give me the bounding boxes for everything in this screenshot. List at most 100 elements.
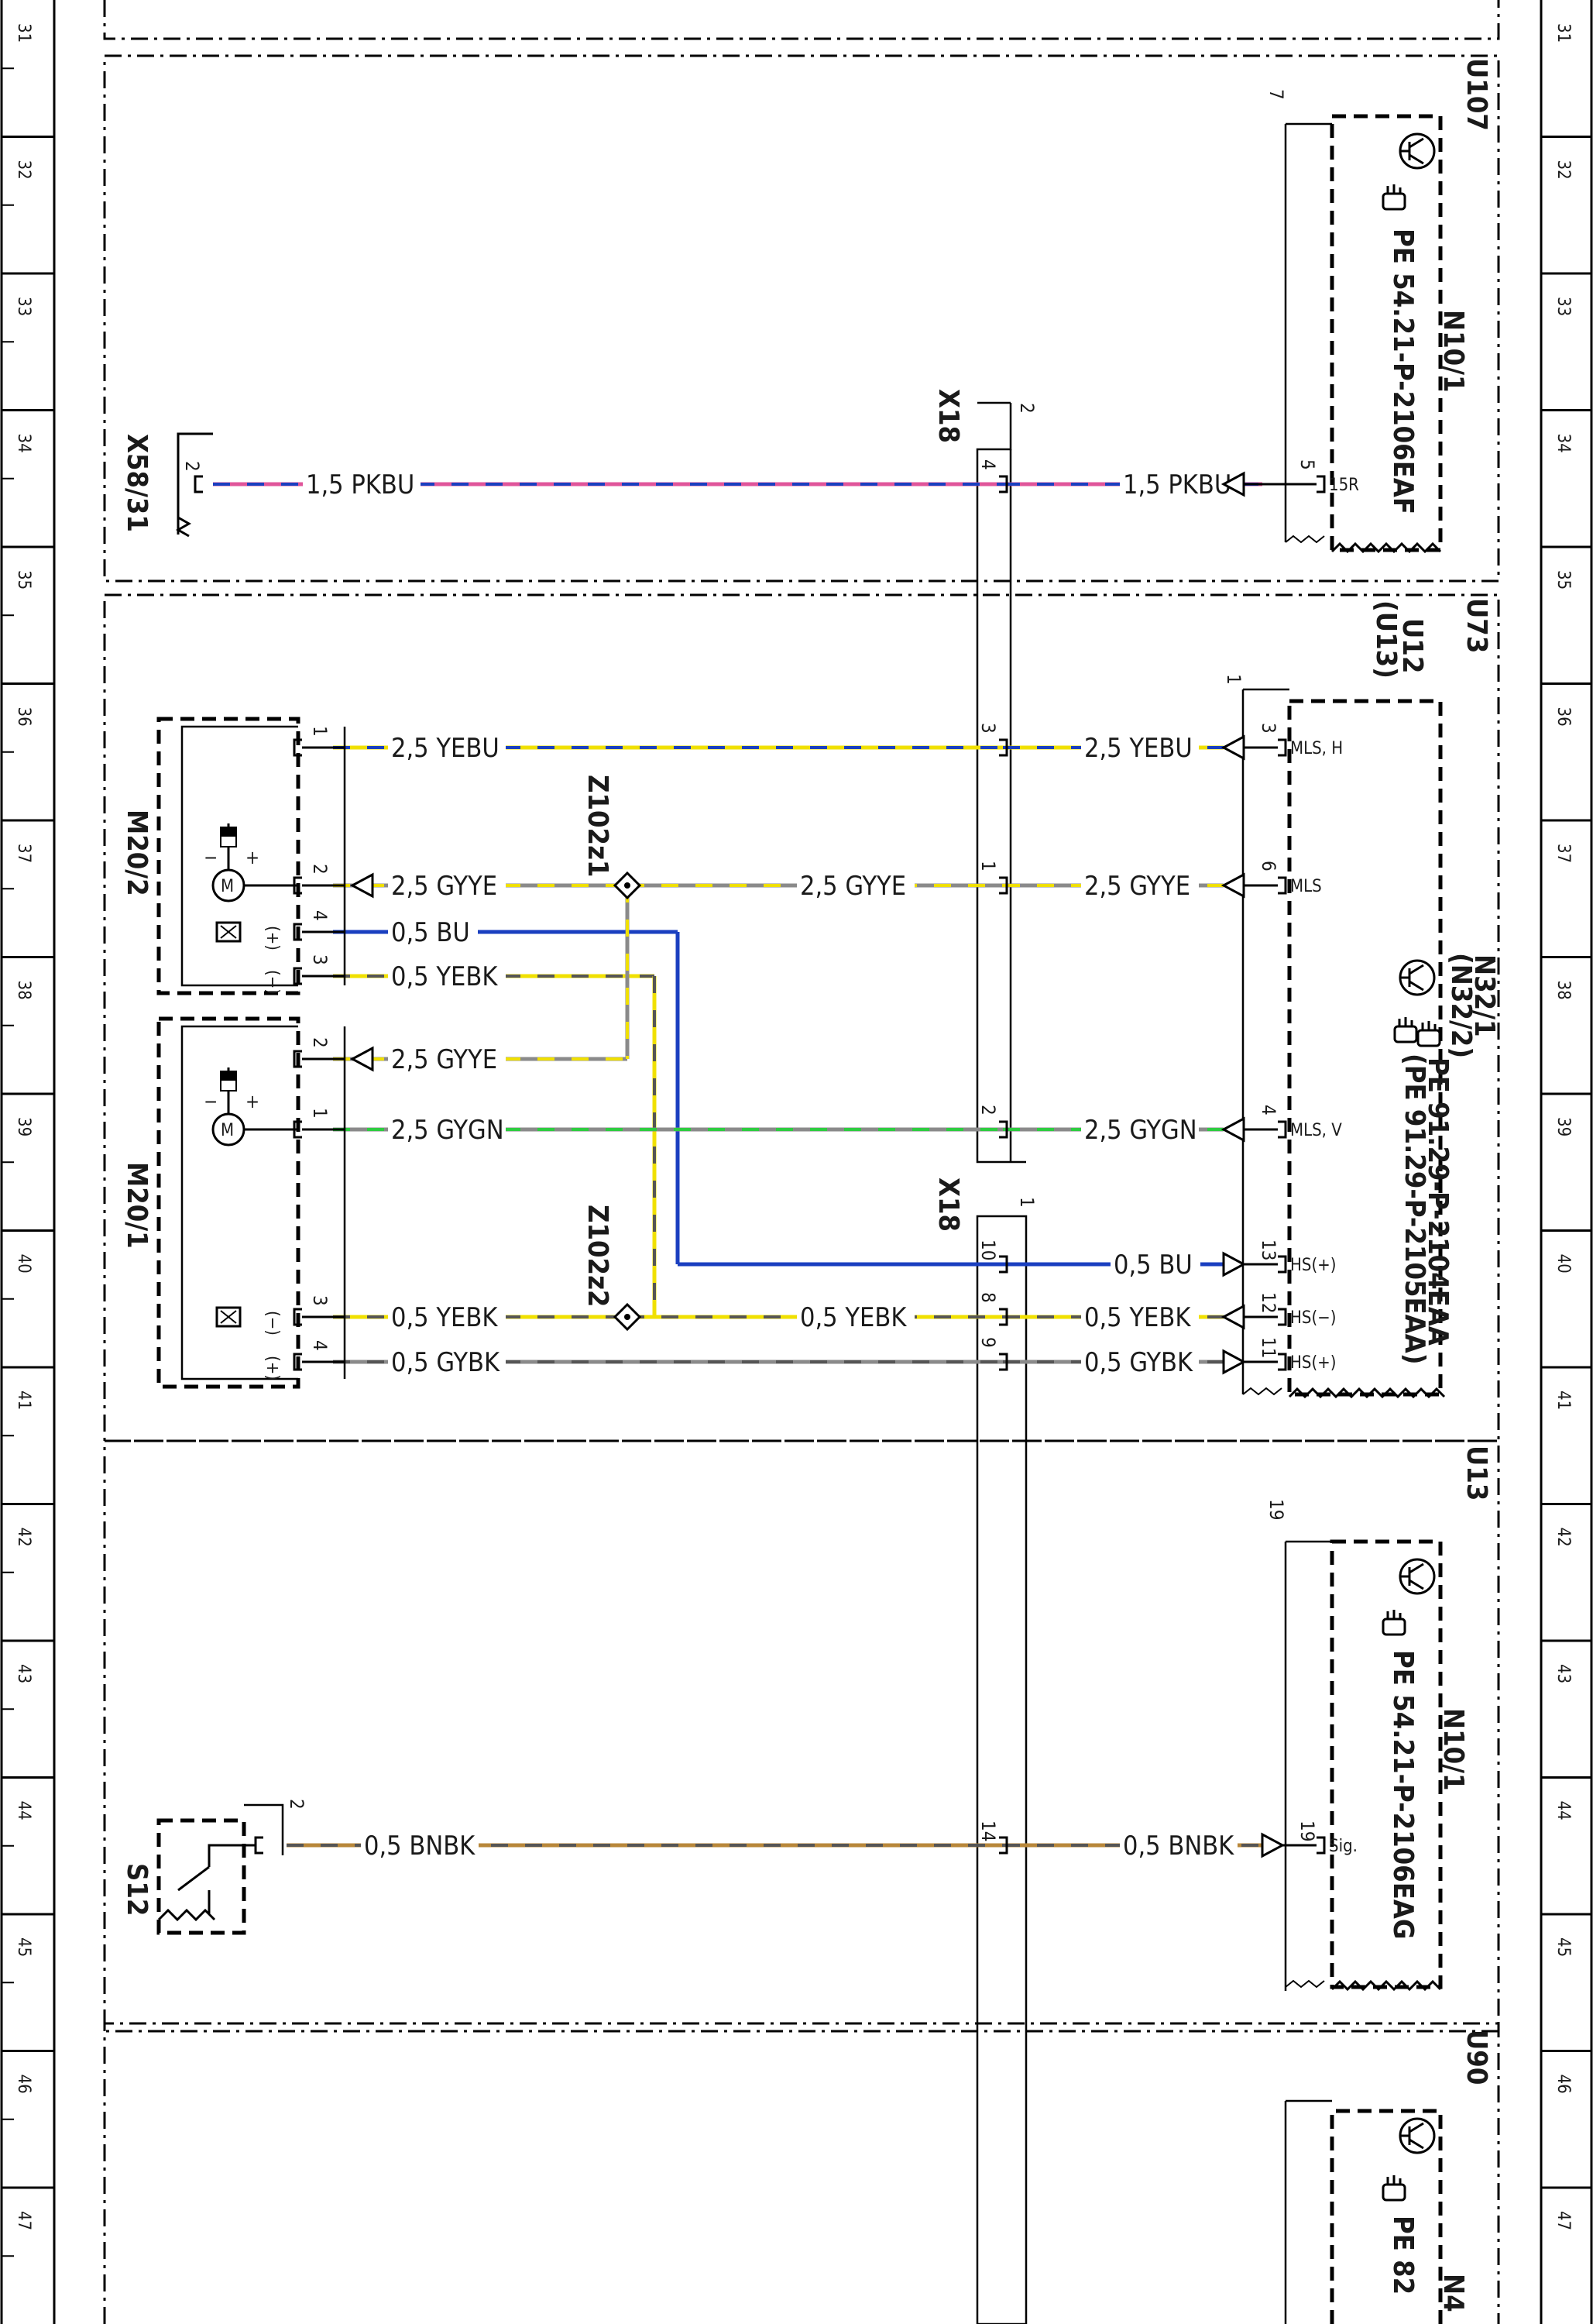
motor-plus: + bbox=[245, 847, 259, 868]
x18a-name: X18 bbox=[932, 389, 964, 443]
module-icons bbox=[1382, 132, 1441, 2202]
motor-pin bbox=[293, 967, 302, 985]
arrow-icon bbox=[1220, 734, 1245, 761]
wire-label-gyye_r: 2,5 GYYE bbox=[1084, 871, 1190, 902]
motor-pin-number: 1 bbox=[309, 726, 331, 737]
x18-pin bbox=[999, 1255, 1008, 1274]
polarity-label: (−) bbox=[263, 970, 282, 995]
motor-pin-number: 2 bbox=[309, 1037, 331, 1048]
motor-pin-number: 3 bbox=[309, 954, 331, 965]
ruler-number: 31 bbox=[14, 23, 33, 43]
frame-u107: U107 bbox=[103, 54, 1500, 583]
ruler-number: 44 bbox=[1554, 1801, 1573, 1820]
n4x-module bbox=[1284, 2099, 1443, 2324]
hand-icon bbox=[1416, 1029, 1441, 1047]
motor-minus: − bbox=[204, 1091, 218, 1112]
frame-label-u90: U90 bbox=[1461, 2030, 1492, 2085]
heater-icon-x bbox=[220, 1310, 237, 1324]
wire-label-bg bbox=[388, 1301, 506, 1332]
n32-1-module bbox=[1241, 688, 1446, 1399]
ruler-number: 41 bbox=[1554, 1391, 1573, 1410]
wire-label-yebk_m: 0,5 YEBK bbox=[800, 1302, 907, 1333]
motor-icon-letter: M bbox=[221, 877, 234, 896]
hand-icon-fingers bbox=[1398, 1017, 1413, 1026]
wire-label-gyye_2: 2,5 GYYE bbox=[391, 1044, 497, 1075]
n32-1-ref-alt: (PE 91.29-P-2105EAA) bbox=[1399, 1054, 1430, 1365]
hand-icon-fingers bbox=[1386, 184, 1402, 194]
motor-pin bbox=[293, 1050, 302, 1068]
wire-label-bg bbox=[1120, 469, 1238, 500]
motor-sensor-fill bbox=[221, 1071, 236, 1081]
arrow-icon bbox=[1220, 1304, 1245, 1330]
motor-pin bbox=[293, 923, 302, 941]
ruler-number: 37 bbox=[14, 844, 33, 863]
wire-label-yebk_l: 0,5 YEBK bbox=[391, 1302, 498, 1333]
x18-pin bbox=[999, 876, 1008, 895]
wire-label-yebk_1: 0,5 YEBK bbox=[391, 961, 498, 992]
module-pin-number: 4 bbox=[1258, 1105, 1279, 1116]
n10-1-top-module bbox=[1284, 114, 1443, 554]
x18-pin bbox=[999, 1120, 1008, 1139]
m20-1-name: M20/1 bbox=[121, 1162, 153, 1249]
s12-name: S12 bbox=[121, 1863, 153, 1916]
ruler-number: 42 bbox=[1554, 1528, 1573, 1547]
hand-icon bbox=[1382, 192, 1406, 211]
wire-label-bnbk_r: 0,5 BNBK bbox=[1123, 1831, 1234, 1862]
n10-1-top-name: N10/1 bbox=[1437, 310, 1469, 393]
module-pin bbox=[1278, 876, 1287, 895]
n32-1-name: N32/1 bbox=[1468, 954, 1500, 1037]
x58-bracket bbox=[177, 432, 213, 535]
ruler-number: 38 bbox=[1554, 981, 1573, 1000]
arrow-icon bbox=[1220, 872, 1245, 899]
ruler-number: 39 bbox=[1554, 1117, 1573, 1136]
switch-icon bbox=[177, 1844, 256, 1913]
ruler-number: 42 bbox=[14, 1528, 33, 1547]
heater-icon-x bbox=[220, 925, 237, 939]
x18-connector-body bbox=[976, 401, 1028, 2324]
wire-label-bg bbox=[361, 1830, 479, 1861]
module-pin bbox=[1278, 1353, 1287, 1371]
ruler-number: 39 bbox=[14, 1117, 33, 1136]
module-pin-label: 15R bbox=[1329, 476, 1359, 495]
module-pin-number: 3 bbox=[1258, 723, 1279, 734]
wire-label-bg bbox=[797, 1301, 915, 1332]
ruler-number: 33 bbox=[1554, 297, 1573, 316]
wire-label-gyye_m: 2,5 GYYE bbox=[800, 871, 906, 902]
motor-internal bbox=[180, 725, 298, 987]
arrow-icon bbox=[1261, 1832, 1286, 1858]
transistor-icon-lines bbox=[1400, 1563, 1424, 1590]
wire-label-bg bbox=[797, 870, 915, 901]
motor-internal bbox=[180, 1025, 298, 1380]
wire-label-bg bbox=[303, 469, 421, 500]
s12-housing bbox=[156, 1818, 246, 1935]
ruler-number: 46 bbox=[1554, 2075, 1573, 2094]
ruler-number: 32 bbox=[14, 160, 33, 180]
wire-label-bg bbox=[388, 1043, 506, 1074]
ruler-number: 47 bbox=[14, 2211, 33, 2230]
hand-icon-fingers bbox=[1386, 2175, 1402, 2185]
ruler-number: 45 bbox=[1554, 1937, 1573, 1957]
polarity-label: (−) bbox=[263, 1311, 282, 1336]
ruler-number: 37 bbox=[1554, 844, 1573, 863]
n32-1-ref: PE 91.29-P-2104EAA bbox=[1422, 1057, 1454, 1346]
n10-1-bot-module bbox=[1284, 1539, 1443, 1992]
module-pin bbox=[1317, 475, 1326, 493]
n4x-ref: PE 82 bbox=[1387, 2216, 1419, 2295]
splice-dot bbox=[624, 1314, 630, 1320]
hand-icon bbox=[1382, 2183, 1406, 2202]
ruler-number: 45 bbox=[14, 1937, 33, 1957]
wire-label-yebu_l: 2,5 YEBU bbox=[391, 733, 500, 764]
ruler-number: 44 bbox=[14, 1801, 33, 1820]
x18-pin bbox=[999, 738, 1008, 757]
u73-sub-u12: U12 bbox=[1396, 618, 1428, 673]
motor-housing bbox=[156, 1016, 300, 1389]
wire-label-gybk_l: 0,5 GYBK bbox=[391, 1347, 500, 1378]
ruler-number: 36 bbox=[14, 707, 33, 727]
s12-bracket bbox=[244, 1803, 284, 1855]
x58-pin-number: 2 bbox=[181, 461, 203, 472]
switch-ground bbox=[157, 1908, 216, 1922]
x58-name: X58/31 bbox=[121, 434, 153, 532]
arrow-icon bbox=[349, 1046, 374, 1072]
wire-label-bg bbox=[1081, 1346, 1199, 1377]
frame-label-u107: U107 bbox=[1461, 58, 1492, 131]
